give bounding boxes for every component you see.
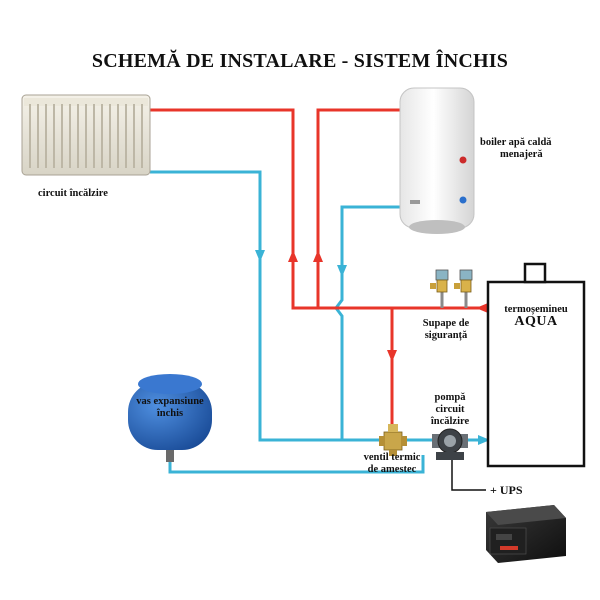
- ups-label: + UPS: [490, 483, 523, 497]
- safety-valves-label: Supape de siguranță: [416, 318, 476, 342]
- stove-label-line1: termoșemineu: [504, 304, 568, 315]
- thermostatic-mixing-valve-icon: [379, 424, 407, 456]
- mixing-valve-label-line2: de amestec: [367, 464, 417, 475]
- hot-supply-boiler: [316, 108, 404, 308]
- safety-valves-icon: [430, 269, 473, 308]
- arrow-down-hot-mix: [387, 350, 397, 362]
- boiler-label-line2: menajeră: [500, 149, 543, 160]
- cold-pipes: [150, 170, 488, 474]
- expansion-vessel-icon: [128, 374, 212, 462]
- mixing-valve-label: ventil termic de amestec: [350, 452, 434, 476]
- fireplace-stove-icon: [486, 262, 586, 468]
- arrow-left-hot: [476, 303, 488, 313]
- flow-arrows: [255, 250, 490, 445]
- heating-circuit-label: circuit încălzire: [38, 188, 108, 199]
- page-title: SCHEMĂ DE INSTALARE - SISTEM ÎNCHIS: [91, 50, 509, 72]
- water-heater-icon: [399, 87, 475, 234]
- boiler-label-line1: boiler apă caldă: [480, 137, 552, 148]
- pump-label-line1: pompă: [434, 392, 466, 403]
- radiator-icon: [21, 94, 151, 176]
- cold-boiler-return: [334, 205, 400, 440]
- expansion-vessel-label: vas expansiune închis: [130, 396, 210, 420]
- pump-power-wire: [451, 460, 486, 491]
- ups-device-icon: [486, 505, 566, 563]
- arrow-down-cold-left: [255, 250, 265, 262]
- stove-label: termoșemineu AQUA: [490, 304, 582, 329]
- safety-valves-label-line1: Supape de: [422, 318, 470, 329]
- cold-expansion-line: [168, 455, 425, 474]
- expansion-label-line1: vas expansiune: [136, 396, 204, 407]
- arrow-up-hot-2: [313, 250, 323, 262]
- expansion-label-line2: închis: [156, 408, 184, 419]
- hot-pipes: [150, 108, 488, 430]
- mixing-valve-label-line1: ventil termic: [363, 452, 421, 463]
- safety-valves-label-line2: siguranță: [424, 330, 468, 341]
- pump-label-line2: circuit: [435, 404, 465, 415]
- boiler-label: boiler apă caldă menajeră: [480, 137, 552, 161]
- stove-label-line2: AQUA: [514, 314, 558, 329]
- arrow-down-cold-right: [337, 265, 347, 277]
- pump-label: pompă circuit încălzire: [420, 392, 480, 428]
- circulation-pump-icon: [432, 428, 468, 460]
- arrow-up-hot-1: [288, 250, 298, 262]
- arrow-right-cold-pump: [478, 435, 490, 445]
- pump-label-line3: încălzire: [430, 416, 470, 427]
- cold-return-radiator: [150, 170, 385, 442]
